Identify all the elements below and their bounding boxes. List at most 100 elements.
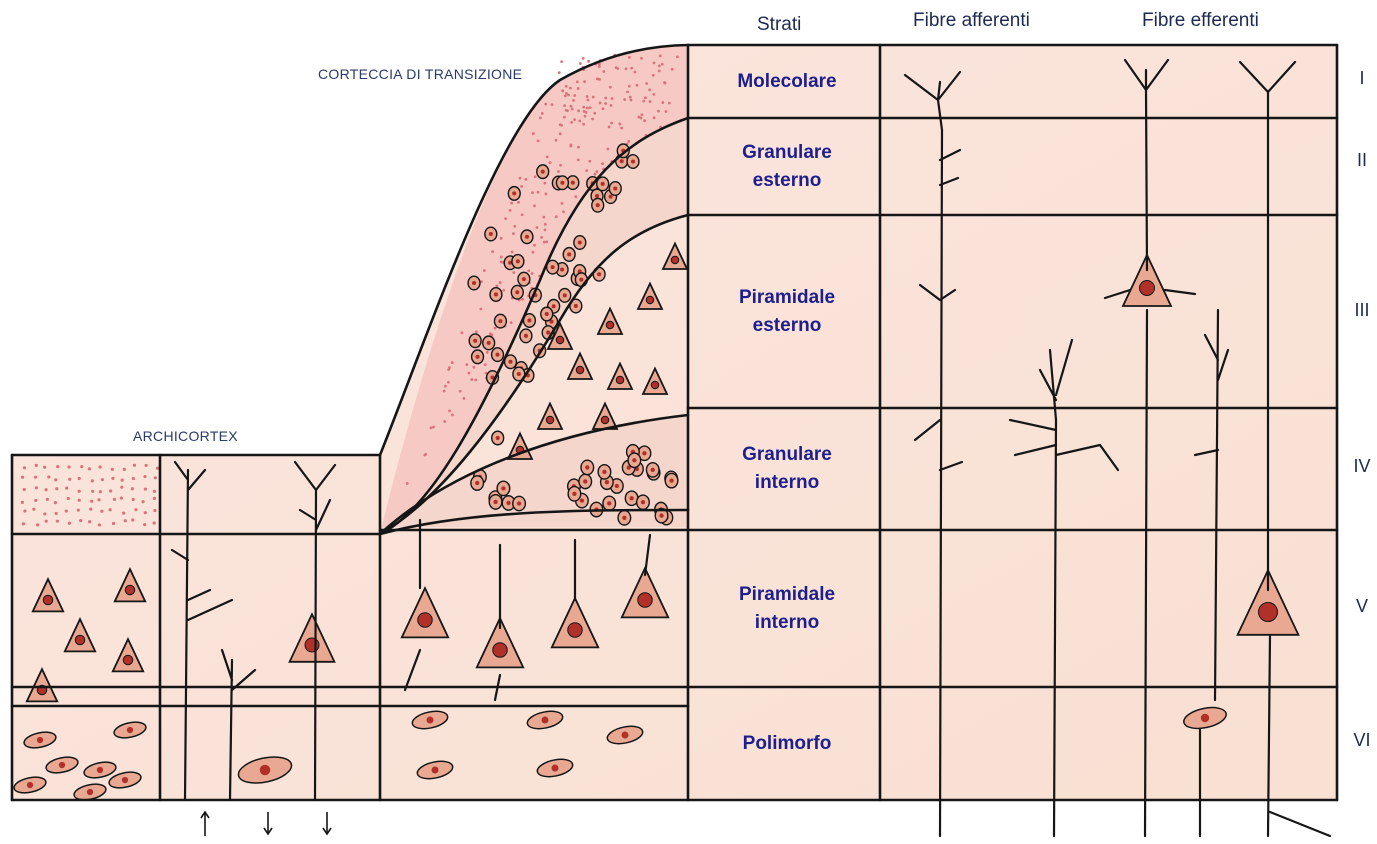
stipple-dot xyxy=(542,216,545,219)
stipple-dot xyxy=(90,500,93,503)
pyramidal-nucleus xyxy=(125,585,135,595)
stipple-dot xyxy=(468,372,471,375)
granule-nucleus xyxy=(632,458,636,462)
layer-name-line2: interno xyxy=(755,469,819,497)
stipple-dot xyxy=(630,67,633,70)
stipple-dot xyxy=(67,497,70,500)
granule-nucleus xyxy=(602,470,606,474)
stipple-dot xyxy=(46,498,49,501)
stipple-dot xyxy=(424,453,427,456)
stipple-dot xyxy=(661,63,664,66)
stipple-dot xyxy=(615,66,618,69)
granule-nucleus xyxy=(508,360,512,364)
archicortex-label: ARCHICORTEX xyxy=(133,428,238,444)
granule-nucleus xyxy=(596,203,600,207)
stipple-dot xyxy=(599,102,602,105)
stipple-dot xyxy=(513,225,516,228)
stipple-dot xyxy=(463,397,466,400)
granule-nucleus xyxy=(473,339,477,343)
stipple-dot xyxy=(504,217,507,220)
stipple-dot xyxy=(512,232,515,235)
pyramidal-nucleus xyxy=(546,416,554,424)
stipple-dot xyxy=(665,110,668,113)
stipple-dot xyxy=(649,100,652,103)
granule-nucleus xyxy=(613,186,617,190)
stipple-dot xyxy=(494,327,497,330)
stipple-dot xyxy=(111,468,114,471)
stipple-dot xyxy=(576,81,579,84)
stipple-dot xyxy=(510,202,513,205)
stipple-dot xyxy=(78,490,81,493)
stipple-dot xyxy=(101,478,104,481)
granule-nucleus xyxy=(595,194,599,198)
stipple-dot xyxy=(521,213,524,216)
stipple-dot xyxy=(572,99,575,102)
granule-nucleus xyxy=(551,265,555,269)
stipple-dot xyxy=(610,122,613,125)
stipple-dot xyxy=(606,148,609,151)
stipple-dot xyxy=(676,55,679,58)
stipple-dot xyxy=(658,64,661,67)
stipple-dot xyxy=(121,479,124,482)
stipple-dot xyxy=(659,54,662,57)
stipple-dot xyxy=(628,56,631,59)
stipple-dot xyxy=(663,81,666,84)
stipple-dot xyxy=(512,271,515,274)
stipple-dot xyxy=(459,390,462,393)
pyramidal-nucleus xyxy=(606,321,614,329)
afferent-fibers-header: Fibre afferenti xyxy=(913,10,1030,32)
stipple-dot xyxy=(100,510,103,513)
stipple-dot xyxy=(628,85,631,88)
pyramidal-nucleus xyxy=(556,336,564,344)
roman-numeral-i: I xyxy=(1340,68,1377,89)
stipple-dot xyxy=(21,501,24,504)
granule-nucleus xyxy=(659,513,663,517)
stipple-dot xyxy=(571,108,574,111)
stipple-dot xyxy=(573,118,576,121)
stipple-dot xyxy=(500,256,503,259)
stipple-dot xyxy=(54,501,57,504)
stipple-dot xyxy=(68,478,71,481)
stipple-dot xyxy=(577,109,580,112)
stipple-dot xyxy=(661,101,664,104)
stipple-dot xyxy=(47,475,50,478)
layer-name-line2: interno xyxy=(755,609,819,637)
stipple-dot xyxy=(499,281,502,284)
stipple-dot xyxy=(618,123,621,126)
stipple-dot xyxy=(65,487,68,490)
granule-nucleus xyxy=(545,312,549,316)
stipple-dot xyxy=(604,97,607,100)
stipple-dot xyxy=(611,97,614,100)
pyramidal-nucleus xyxy=(646,296,654,304)
stipple-dot xyxy=(123,468,126,471)
granule-nucleus xyxy=(472,281,476,285)
polymorph-nucleus xyxy=(127,727,133,733)
stipple-dot xyxy=(658,69,661,72)
granule-nucleus xyxy=(524,334,528,338)
stipple-dot xyxy=(555,215,558,218)
stipple-dot xyxy=(594,173,597,176)
granule-nucleus xyxy=(651,468,655,472)
granule-nucleus xyxy=(609,195,613,199)
layer-name-line2: esterno xyxy=(753,167,822,195)
stipple-dot xyxy=(544,228,547,231)
stipple-dot xyxy=(99,490,102,493)
granule-nucleus xyxy=(605,480,609,484)
stipple-dot xyxy=(447,381,450,384)
stipple-dot xyxy=(569,143,572,146)
stipple-dot xyxy=(97,498,100,501)
stipple-dot xyxy=(584,115,587,118)
stipple-dot xyxy=(519,177,522,180)
stipple-dot xyxy=(67,465,70,468)
granule-nucleus xyxy=(494,292,498,296)
layer-name-line1: Piramidale xyxy=(739,284,835,312)
granule-nucleus xyxy=(601,182,605,186)
stipple-dot xyxy=(32,508,35,511)
stipple-dot xyxy=(531,191,534,194)
stipple-dot xyxy=(112,522,115,525)
polymorph-nucleus xyxy=(432,767,439,774)
stipple-dot xyxy=(23,466,26,469)
stipple-dot xyxy=(583,80,586,83)
stipple-dot xyxy=(643,119,646,122)
layer-name-line1: Piramidale xyxy=(739,581,835,609)
